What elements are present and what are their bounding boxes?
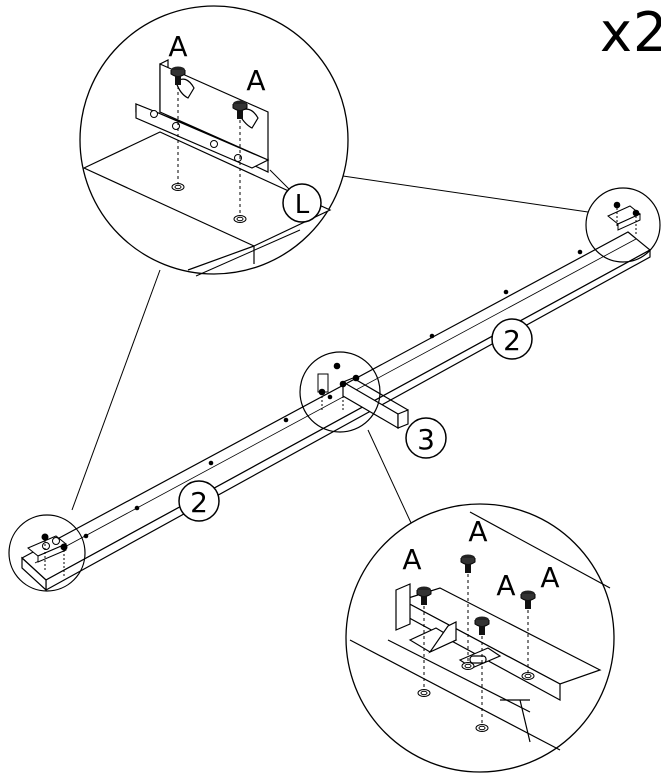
part-badge-rail-lower: 2 xyxy=(178,480,220,522)
bracket-label-badge xyxy=(282,183,322,223)
part-badge-cross-bar: 3 xyxy=(405,417,447,459)
detail-cross-bar: A A A A xyxy=(345,503,615,773)
screw-label-4: A xyxy=(402,543,421,576)
bracket-left-screws xyxy=(41,533,68,578)
rail-holes xyxy=(83,249,583,539)
screw-label-6: A xyxy=(540,561,559,594)
callout-center xyxy=(299,351,381,433)
bracket-right-screws xyxy=(613,201,640,234)
bracket-right-small xyxy=(607,205,641,231)
callout-right-end xyxy=(585,187,661,263)
part-label-cross-bar: 3 xyxy=(417,423,435,456)
part-label-rail-upper: 2 xyxy=(503,324,521,357)
screw-label-2: A xyxy=(246,64,265,97)
quantity-label: x2 xyxy=(600,6,661,60)
screw-label-3: A xyxy=(468,515,487,548)
callout-connectors xyxy=(71,175,589,526)
part-badge-rail-upper: 2 xyxy=(491,318,533,360)
part-label-rail-lower: 2 xyxy=(190,486,208,519)
screw-label-5: A xyxy=(496,569,515,602)
screw-label-1: A xyxy=(168,30,187,63)
callout-left-end xyxy=(8,514,86,592)
center-small-screws xyxy=(317,362,360,412)
detail-bracket-l: A A L xyxy=(79,5,349,277)
bracket-label: L xyxy=(295,190,310,220)
